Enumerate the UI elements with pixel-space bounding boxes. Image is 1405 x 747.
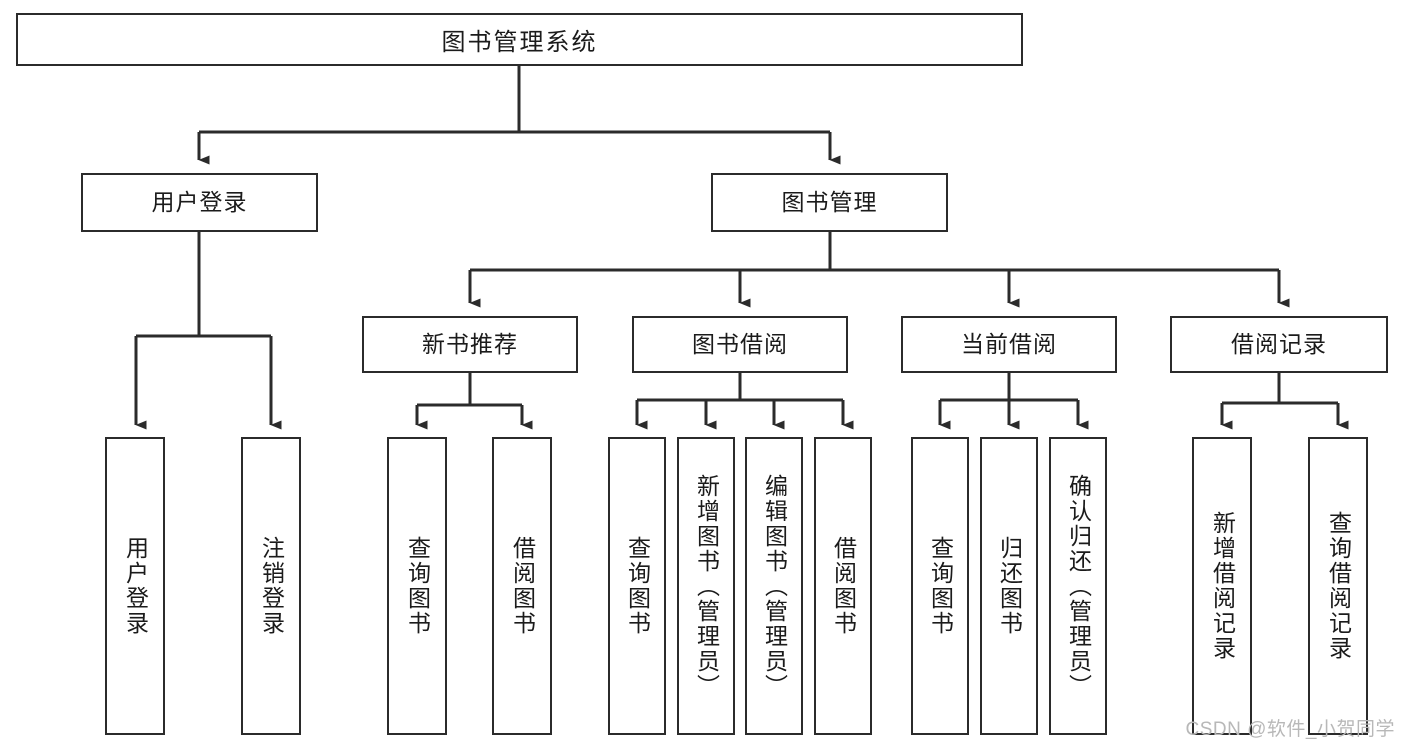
node-label: 借阅记录 (1231, 331, 1327, 358)
leaf-new-book-borrow[interactable]: 借阅图书 (492, 437, 552, 735)
leaf-record-add-record[interactable]: 新增借阅记录 (1192, 437, 1252, 735)
node-label: 图书借阅 (692, 331, 788, 358)
csdn-watermark: CSDN @软件_小贺同学 (1185, 719, 1395, 740)
node-label: 查询图书 (404, 536, 431, 636)
leaf-current-return-book[interactable]: 归还图书 (980, 437, 1038, 735)
node-label: 新增借阅记录 (1209, 511, 1236, 661)
leaf-user-login-login[interactable]: 用户登录 (105, 437, 165, 735)
leaf-current-query-book[interactable]: 查询图书 (911, 437, 969, 735)
node-label: 归还图书 (996, 536, 1023, 636)
leaf-borrow-edit-book-admin[interactable]: 编辑图书（管理员） (745, 437, 803, 735)
node-book-borrow[interactable]: 图书借阅 (632, 316, 848, 373)
node-label: 查询图书 (927, 536, 954, 636)
leaf-borrow-query-book[interactable]: 查询图书 (608, 437, 666, 735)
node-label: 注销登录 (258, 536, 285, 636)
node-label: 查询借阅记录 (1325, 511, 1352, 661)
node-new-book-recommend[interactable]: 新书推荐 (362, 316, 578, 373)
node-label: 查询图书 (624, 536, 651, 636)
node-current-borrow[interactable]: 当前借阅 (901, 316, 1117, 373)
leaf-borrow-add-book-admin[interactable]: 新增图书（管理员） (677, 437, 735, 735)
node-label: 当前借阅 (961, 331, 1057, 358)
node-label: 图书管理 (781, 189, 878, 216)
node-label: 用户登录 (122, 536, 149, 636)
node-label: 编辑图书（管理员） (761, 473, 788, 699)
node-borrow-record[interactable]: 借阅记录 (1170, 316, 1388, 373)
leaf-borrow-borrow-book[interactable]: 借阅图书 (814, 437, 872, 735)
leaf-new-book-query[interactable]: 查询图书 (387, 437, 447, 735)
node-label: 新增图书（管理员） (693, 473, 720, 699)
node-label: 确认归还（管理员） (1065, 473, 1092, 699)
node-label: 用户登录 (151, 189, 248, 216)
leaf-record-query-record[interactable]: 查询借阅记录 (1308, 437, 1368, 735)
node-book-management[interactable]: 图书管理 (711, 173, 948, 232)
node-label: 图书管理系统 (441, 29, 598, 56)
leaf-current-confirm-return-admin[interactable]: 确认归还（管理员） (1049, 437, 1107, 735)
node-root-book-management-system[interactable]: 图书管理系统 (16, 13, 1023, 66)
node-label: 借阅图书 (830, 536, 857, 636)
node-label: 新书推荐 (422, 331, 518, 358)
leaf-user-login-logout[interactable]: 注销登录 (241, 437, 301, 735)
node-user-login[interactable]: 用户登录 (81, 173, 318, 232)
node-label: 借阅图书 (509, 536, 536, 636)
